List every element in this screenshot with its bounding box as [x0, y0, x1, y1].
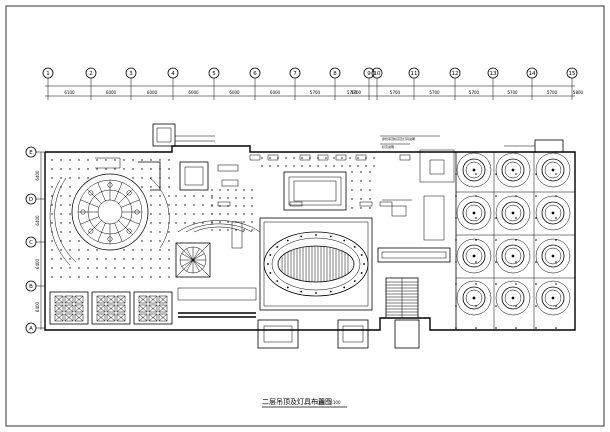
column-bubble-label: 9 — [367, 71, 371, 77]
row-bubble-label: B — [29, 284, 33, 290]
column-spacing-label: 6000 — [229, 90, 240, 95]
central-left-zone — [175, 161, 261, 318]
column-bubble — [249, 67, 261, 79]
recessed-panel — [283, 171, 347, 211]
downlight-field — [51, 157, 375, 278]
row-bubble-label: D — [29, 197, 33, 203]
top-strip-fixtures — [217, 154, 411, 207]
column-bubble-label: 12 — [452, 71, 459, 77]
grid-ceiling-rooms — [49, 291, 173, 325]
row-spacing-label: 6400 — [35, 258, 40, 269]
column-bubble-label: 4 — [171, 71, 175, 77]
column-bubble — [526, 67, 538, 79]
row-bubble-label: A — [29, 326, 33, 332]
drawing-title: 二层吊顶及灯具布置图 — [262, 397, 332, 406]
column-bubble — [487, 67, 499, 79]
row-bubble — [25, 322, 37, 334]
column-spacing-label: 5700 — [347, 90, 358, 95]
column-spacing-label: 6100 — [64, 90, 75, 95]
column-spacing-label: 6000 — [270, 90, 281, 95]
column-bubble — [449, 67, 461, 79]
column-spacing-label: 6000 — [188, 90, 199, 95]
column-bubble-label: 5 — [212, 71, 216, 77]
row-spacing-label: 6400 — [35, 301, 40, 312]
row-bubble-label: E — [29, 150, 33, 156]
column-bubble — [42, 67, 54, 79]
column-bubble — [289, 67, 301, 79]
note-line-1: 穿管吊顶标高及灯具说明 — [382, 136, 415, 141]
column-bubble-label: 13 — [490, 71, 497, 77]
row-spacing-label: 6400 — [35, 215, 40, 226]
row-grid: E D C B A 6400 6400 6400 6400 — [25, 146, 45, 334]
column-spacing-label: 5700 — [507, 90, 518, 95]
column-bubble-label: 10 — [374, 71, 381, 77]
column-bubble — [125, 67, 137, 79]
column-spacing-label: 5700 — [429, 90, 440, 95]
column-bubble — [371, 67, 383, 79]
column-bubble — [566, 67, 578, 79]
row-bubble — [25, 280, 37, 292]
column-spacing-label: 5800 — [573, 90, 584, 95]
column-bubble-label: 2 — [89, 71, 93, 77]
column-bubble-label: 7 — [293, 71, 297, 77]
round-lounge-ceiling — [49, 157, 170, 266]
column-bubble-label: 15 — [569, 71, 576, 77]
row-bubble-label: C — [29, 240, 33, 246]
column-spacing-label: 5700 — [547, 90, 558, 95]
column-spacing-label: 5700 — [351, 90, 362, 95]
oval-ballroom-ceiling — [259, 217, 373, 311]
column-bubble-label: 1 — [46, 71, 50, 77]
column-bubble-label: 14 — [529, 71, 536, 77]
column-bubble-label: 6 — [253, 71, 257, 77]
column-spacing-label: 6000 — [106, 90, 117, 95]
sheet-border — [5, 5, 605, 427]
column-spacing-label: 5700 — [469, 90, 480, 95]
row-bubble — [25, 236, 37, 248]
column-bubble — [408, 67, 420, 79]
column-spacing-label: 5700 — [390, 90, 401, 95]
row-bubble — [25, 146, 37, 158]
column-bubble-label: 8 — [333, 71, 337, 77]
column-bubble — [85, 67, 97, 79]
row-spacing-label: 6400 — [35, 170, 40, 181]
column-bubble — [167, 67, 179, 79]
column-spacing-label: 5700 — [310, 90, 321, 95]
banquet-hall-ceiling — [455, 151, 576, 331]
column-bubble — [208, 67, 220, 79]
column-spacing-label: 6000 — [147, 90, 158, 95]
column-bubble — [363, 67, 375, 79]
column-bubble — [329, 67, 341, 79]
stair-and-services — [377, 135, 455, 319]
row-bubble — [25, 193, 37, 205]
column-bubble-label: 3 — [129, 71, 133, 77]
note-line-2: 标高说明 — [382, 144, 394, 149]
drawing-scale: 比例：1:100 — [317, 399, 341, 405]
column-bubble-label: 11 — [411, 71, 418, 77]
